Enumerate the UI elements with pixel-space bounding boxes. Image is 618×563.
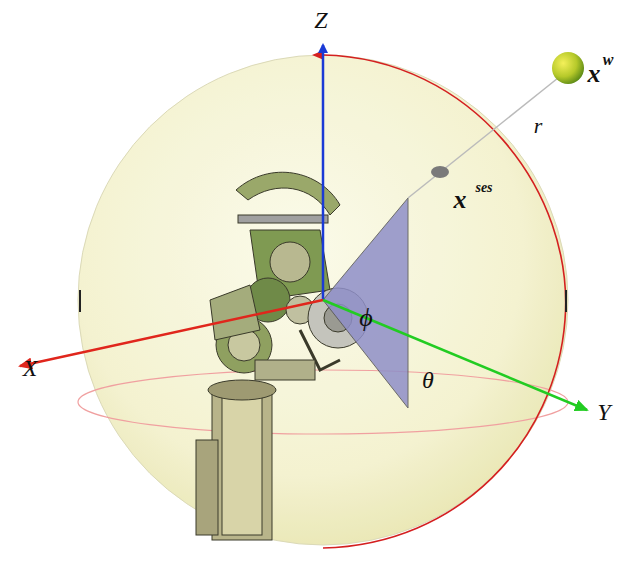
angle-label: θ <box>422 368 434 392</box>
axis-label: Z <box>314 8 327 32</box>
point-label: x <box>588 61 601 87</box>
robot-head-sketch <box>196 172 368 540</box>
axis-label: Y <box>597 400 610 424</box>
axis-label: X <box>23 356 38 380</box>
point-superscript: ses <box>475 181 492 195</box>
angle-label: ϕ <box>359 305 372 331</box>
point-label: x <box>454 187 467 213</box>
radius-label: r <box>534 115 543 137</box>
point-superscript: w <box>603 52 614 68</box>
